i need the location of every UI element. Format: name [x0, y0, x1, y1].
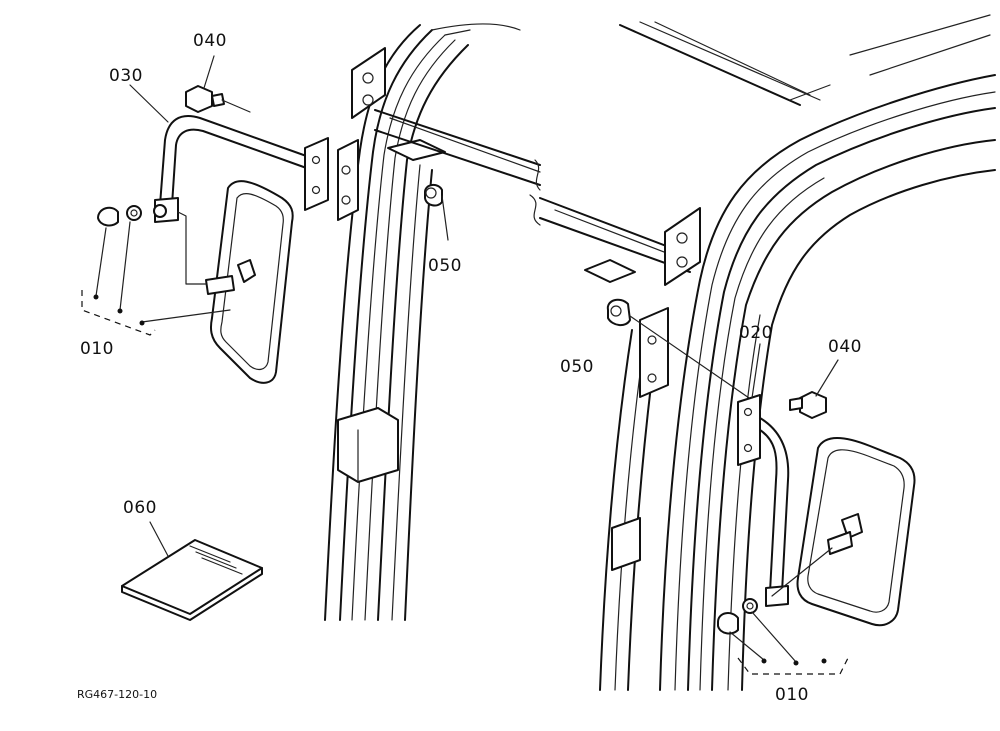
hardware-right — [717, 547, 849, 675]
drawing-code: RG467-120-10 — [77, 688, 158, 701]
mirror-010-left — [205, 180, 294, 384]
label-010-left: 010 — [80, 339, 114, 359]
label-040-right: 040 — [828, 337, 862, 357]
mirror-stay-020 — [737, 394, 790, 607]
bolt-040-left — [185, 85, 251, 113]
bolt-040-right — [789, 391, 827, 419]
label-050-right: 050 — [560, 357, 594, 377]
manual-060 — [121, 539, 263, 621]
cab-frame-left — [324, 23, 521, 621]
nut-050-left — [424, 184, 449, 241]
cross-beam — [374, 109, 691, 273]
label-leaders — [129, 55, 839, 557]
cab-frame-right — [584, 14, 996, 691]
mirror-010-right — [796, 437, 916, 627]
label-040-left: 040 — [193, 31, 227, 51]
label-010-right: 010 — [775, 685, 809, 705]
label-020: 020 — [739, 323, 773, 343]
label-030: 030 — [109, 66, 143, 86]
label-050-left: 050 — [428, 256, 462, 276]
hardware-left — [81, 204, 231, 336]
label-060: 060 — [123, 498, 157, 518]
nut-050-right — [606, 298, 753, 401]
